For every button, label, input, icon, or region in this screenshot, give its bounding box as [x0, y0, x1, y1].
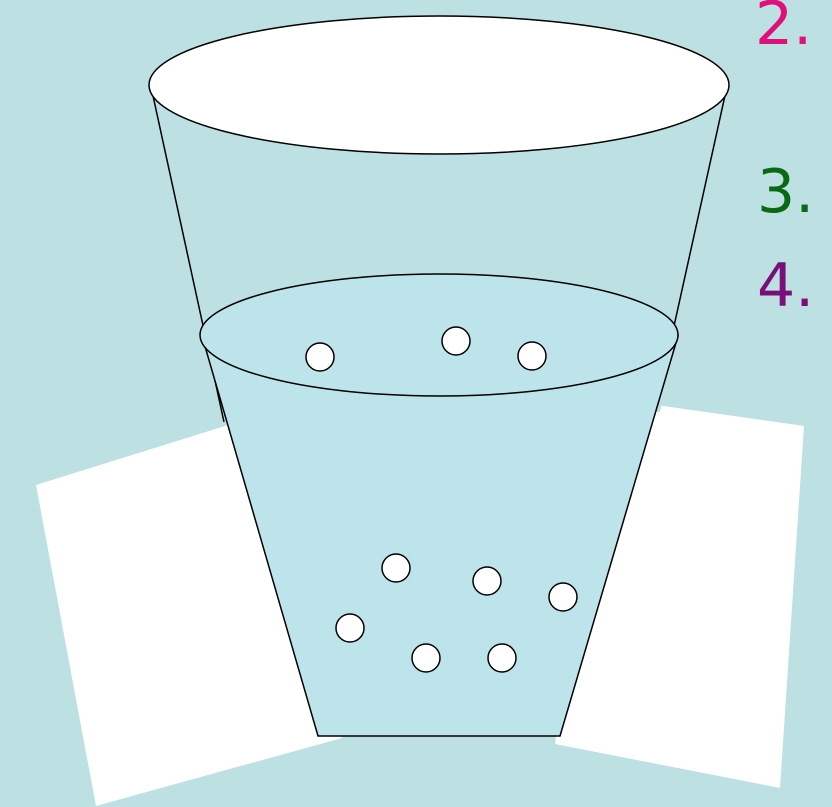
water-surface [199, 273, 679, 397]
bubble [441, 326, 471, 356]
bubble [305, 342, 335, 372]
bubble [411, 643, 441, 673]
list-number-4: 4. [757, 251, 815, 321]
bubble [381, 553, 411, 583]
list-number-2: 2. [755, 0, 813, 59]
bubble [548, 582, 578, 612]
bubble [472, 566, 502, 596]
bubble [517, 341, 547, 371]
bubble [335, 613, 365, 643]
list-number-3: 3. [757, 157, 815, 227]
bubbles [305, 326, 578, 673]
bubble [487, 643, 517, 673]
glass-rim [148, 15, 730, 155]
